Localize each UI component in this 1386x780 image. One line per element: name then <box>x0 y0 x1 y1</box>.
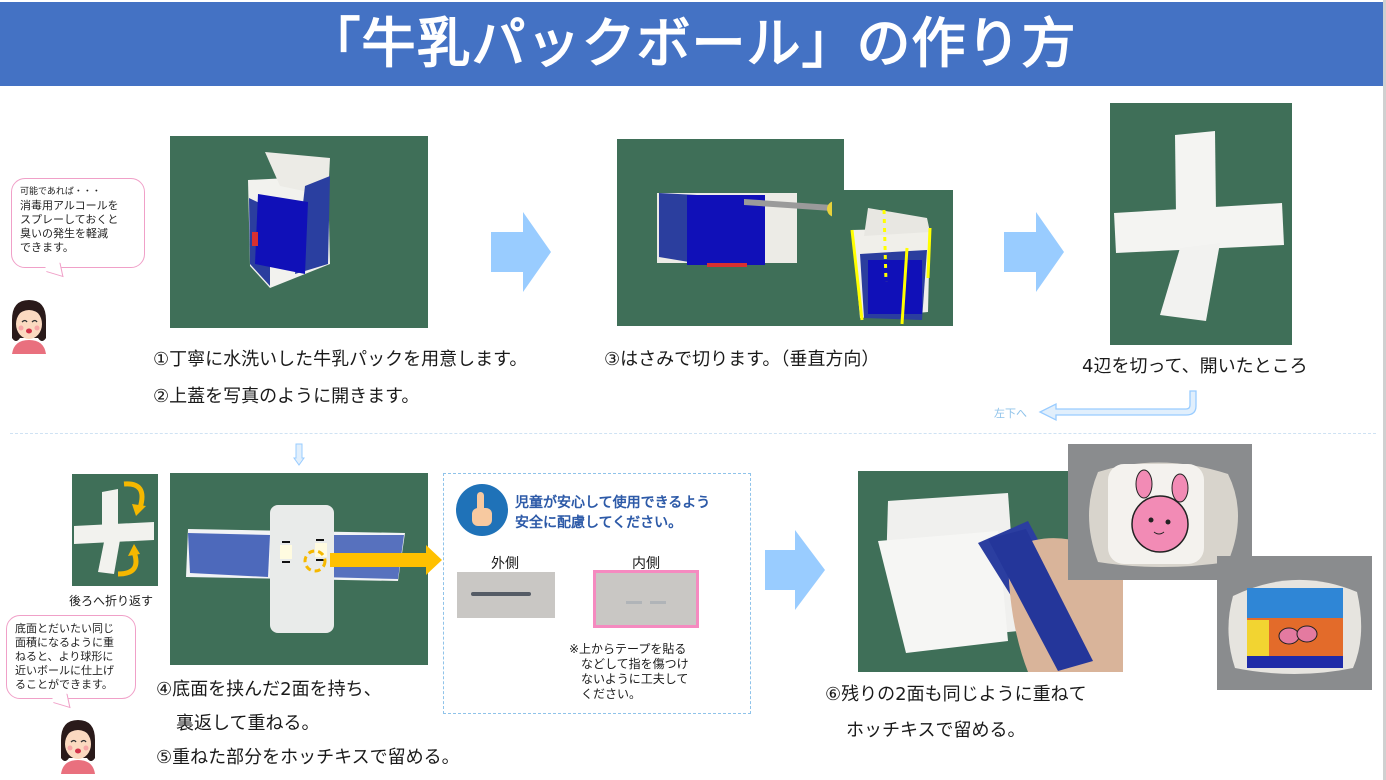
step-3-result-text: 4辺を切って、開いたところ <box>1082 356 1308 377</box>
tip-line: 臭いの発生を軽減 <box>20 227 108 240</box>
step-2-text: ②上蓋を写真のように開きます。 <box>153 386 420 407</box>
step-3-text: ③はさみで切ります。（垂直方向） <box>604 349 880 370</box>
step-4-text: ④底面を挟んだ2面を持ち、 <box>156 679 382 700</box>
tip-line: 近いボールに仕上げ <box>15 664 114 677</box>
fold-back-caption: 後ろへ折り返す <box>69 594 154 608</box>
step-6-text-cont: ホッチキスで留める。 <box>846 720 1026 741</box>
safety-title-line: 児童が安心して使用できるよう <box>515 495 711 511</box>
tip-bubble-shape: 底面とだいたい同じ 面積になるように重 ねると、より球形に 近いボールに仕上げ … <box>6 615 136 699</box>
inside-label: 内側 <box>632 556 660 572</box>
down-arrow-icon <box>293 443 305 466</box>
photo-bunny-ball <box>1068 444 1252 580</box>
tip-lead: 可能であれば・・・ <box>20 187 101 197</box>
tip-line: できます。 <box>20 241 74 254</box>
teacher-avatar-icon <box>12 300 46 354</box>
safety-note-box: 児童が安心して使用できるよう 安全に配慮してください。 外側 内側 ※上からテー… <box>443 473 751 714</box>
tip-line: ることができます。 <box>15 678 113 691</box>
safety-title: 児童が安心して使用できるよう 安全に配慮してください。 <box>515 493 710 533</box>
step-1-text: ①丁寧に水洗いした牛乳パックを用意します。 <box>153 349 528 370</box>
note-line: ください。 <box>569 687 642 701</box>
tip-line: ねると、より球形に <box>15 650 114 663</box>
to-lower-left-hint: 左下へ <box>994 407 1027 420</box>
safety-title-line: 安全に配慮してください。 <box>515 515 683 531</box>
photo-cutting-carton <box>617 139 844 326</box>
pointing-hand-icon <box>456 484 508 536</box>
step-6-text: ⑥残りの2面も同じように重ねて <box>825 684 1087 705</box>
return-arrow-icon <box>1038 390 1197 422</box>
photo-opened-carton <box>170 136 428 328</box>
tip-line: スプレーしておくと <box>20 213 119 226</box>
step-5-text: ⑤重ねた部分をホッチキスで留める。 <box>156 747 460 768</box>
next-step-arrow-icon <box>491 212 551 292</box>
tip-bubble-alcohol: 可能であれば・・・ 消毒用アルコールを スプレーしておくと 臭いの発生を軽減 で… <box>11 178 145 268</box>
photo-cut-lines <box>832 190 953 326</box>
step-4-text-cont: 裏返して重ねる。 <box>176 713 320 734</box>
staple-safety-note: ※上からテープを貼る などして指を傷つけ ないように工夫して ください。 <box>569 642 689 702</box>
photo-fold-back <box>72 474 158 586</box>
pointer-arrow-icon <box>330 545 442 575</box>
tip-line: 面積になるように重 <box>15 636 114 649</box>
note-line: ※上からテープを貼る <box>569 642 687 656</box>
outside-label: 外側 <box>491 556 519 572</box>
next-step-arrow-icon <box>765 530 825 610</box>
photo-opened-cross <box>1110 103 1292 345</box>
photo-overlapped <box>170 473 428 665</box>
photo-staple-outside <box>457 572 555 618</box>
page-title: 「牛乳パックボール」の作り方 <box>0 2 1383 86</box>
teacher-avatar-icon <box>61 720 95 774</box>
tip-line: 消毒用アルコールを <box>20 199 119 212</box>
section-divider <box>10 433 1376 434</box>
next-step-arrow-icon <box>1004 212 1064 292</box>
slide-edge <box>1383 0 1386 780</box>
photo-ribbon-ball <box>1217 556 1372 690</box>
photo-staple-inside <box>593 570 699 628</box>
note-line: などして指を傷つけ <box>569 657 689 671</box>
note-line: ないように工夫して <box>569 672 689 686</box>
tip-line: 底面とだいたい同じ <box>15 622 114 635</box>
